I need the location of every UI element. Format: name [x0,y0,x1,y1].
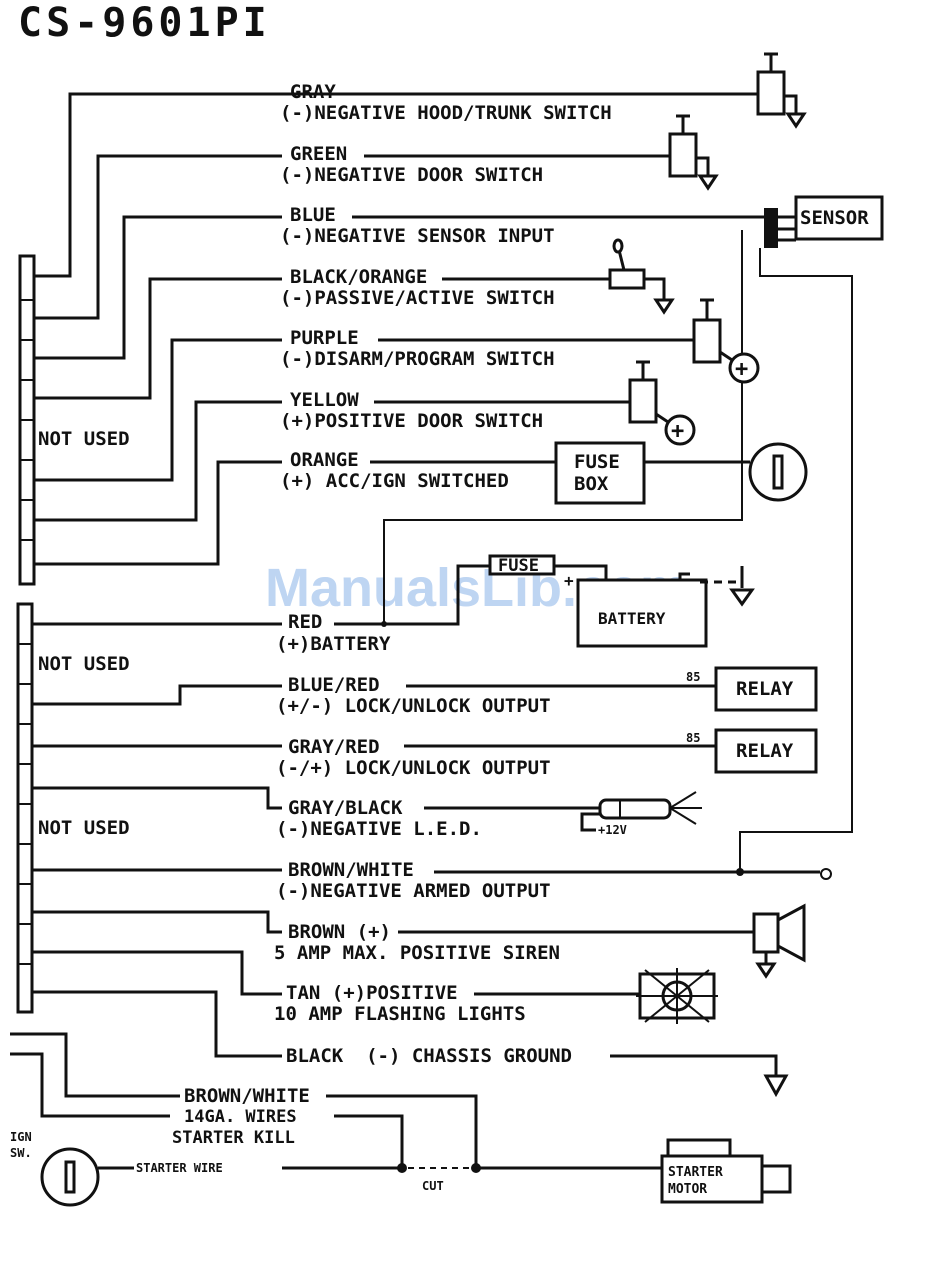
wire-color-label: GRAY/RED [288,736,380,758]
diagram-title: CS-9601PI [18,0,271,46]
wire-color-label: GREEN [290,143,347,165]
wire-labels: GRAY (-)NEGATIVE HOOD/TRUNK SWITCH GREEN… [274,81,612,1067]
cut-label: CUT [422,1179,444,1193]
ign-switch-label: SW. [10,1146,32,1160]
fuse-label: FUSE [498,556,539,576]
passive-active-toggle-switch [442,238,675,315]
starter-wire-label: STARTER WIRE [136,1161,223,1175]
wire-color-label: BLACK/ORANGE [290,266,427,288]
wire-color-label: ORANGE [290,449,359,471]
relay-unlock: 85 RELAY [404,728,818,774]
relay-label: RELAY [736,740,794,762]
wire-function-label: (-)NEGATIVE L.E.D. [276,818,482,840]
wire-color-label: RED [288,611,322,633]
wire-green: GREEN (-)NEGATIVE DOOR SWITCH [280,143,543,186]
wire-function-label: (-/+) LOCK/UNLOCK OUTPUT [276,757,551,779]
starter-kill-label: STARTER KILL [172,1128,295,1148]
wire-function-label: (+/-) LOCK/UNLOCK OUTPUT [276,695,551,717]
upper-connector [18,254,36,586]
relay-pin-label: 85 [686,731,700,745]
relay-pin-label: 85 [686,670,700,684]
door-switch-negative [364,114,719,191]
armed-output [434,868,832,880]
wire-color-label: GRAY [290,81,336,103]
lower-connector [16,602,34,1014]
sensor-label: SENSOR [800,207,869,229]
door-switch-positive: + [374,360,696,446]
svg-text:+: + [671,419,684,444]
relay-label: RELAY [736,678,794,700]
wire-orange: ORANGE (+) ACC/IGN SWITCHED [280,449,509,492]
wire-black: BLACK (-) CHASSIS GROUND [286,1045,572,1067]
hood-trunk-switch [356,52,807,129]
fuse-box: FUSE BOX [370,441,808,505]
flashing-lights [474,968,718,1024]
battery-plus-label: + [564,571,574,590]
battery-label: BATTERY [598,609,666,628]
led-voltage-label: +12V [598,823,627,837]
not-used-label: NOT USED [38,817,130,839]
wire-tan: TAN (+)POSITIVE 10 AMP FLASHING LIGHTS [274,982,526,1025]
wire-brown: BROWN (+) 5 AMP MAX. POSITIVE SIREN [274,921,560,964]
ign-switch-label: IGN [10,1130,32,1144]
wire-gray-red: GRAY/RED (-/+) LOCK/UNLOCK OUTPUT [276,736,551,779]
wire-function-label: (-)NEGATIVE ARMED OUTPUT [276,880,551,902]
svg-text:+: + [735,357,748,382]
starter-kill-circuit: BROWN/WHITE 14GA. WIRES STARTER KILL IGN… [10,1032,792,1207]
wire-gray-black: GRAY/BLACK (-)NEGATIVE L.E.D. [276,797,482,840]
wire-red: RED (+)BATTERY [276,611,391,655]
wire-function-label: 5 AMP MAX. POSITIVE SIREN [274,942,560,964]
wire-function-label: (+)POSITIVE DOOR SWITCH [280,410,543,432]
not-used-label: NOT USED [38,653,130,675]
wire-color-label: TAN (+)POSITIVE [286,982,458,1004]
starter-motor-label: MOTOR [668,1182,707,1197]
wire-blue: BLUE (-)NEGATIVE SENSOR INPUT [280,204,555,247]
wire-color-label: BLUE/RED [288,674,380,696]
wire-brown-white: BROWN/WHITE (-)NEGATIVE ARMED OUTPUT [276,859,551,902]
wire-function-label: (-)DISARM/PROGRAM SWITCH [280,348,555,370]
wire-gray: GRAY (-)NEGATIVE HOOD/TRUNK SWITCH [280,81,612,124]
wire-function-label: (-)NEGATIVE SENSOR INPUT [280,225,555,247]
wire-color-label: BLUE [290,204,336,226]
wire-function-label: (-)NEGATIVE DOOR SWITCH [280,164,543,186]
chassis-ground [610,1054,789,1098]
siren [398,903,806,979]
wire-color-label: PURPLE [290,327,359,349]
starter-kill-label: 14GA. WIRES [184,1107,297,1127]
wire-purple: PURPLE (-)DISARM/PROGRAM SWITCH [280,327,555,370]
upper-wiring [34,92,356,566]
wire-color-label: BROWN/WHITE [288,859,414,881]
wire-function-label: (-)NEGATIVE HOOD/TRUNK SWITCH [280,102,612,124]
relay-lock: 85 RELAY [406,666,818,712]
starter-kill-label: BROWN/WHITE [184,1085,310,1107]
wire-color-label: BROWN (+) [288,921,391,943]
wire-color-label: YELLOW [290,389,359,411]
wire-function-label: 10 AMP FLASHING LIGHTS [274,1003,526,1025]
wire-blue-red: BLUE/RED (+/-) LOCK/UNLOCK OUTPUT [276,674,551,717]
wire-function-label: (+)BATTERY [276,633,391,655]
fuse-box-label: BOX [574,473,609,495]
wire-color-label: BLACK (-) CHASSIS GROUND [286,1045,572,1067]
starter-motor-label: STARTER [668,1165,723,1180]
lower-wiring [32,622,282,1058]
wire-black-orange: BLACK/ORANGE (-)PASSIVE/ACTIVE SWITCH [280,266,555,309]
led-indicator: +12V [424,791,702,837]
wire-yellow: YELLOW (+)POSITIVE DOOR SWITCH [280,389,543,432]
wire-color-label: GRAY/BLACK [288,797,403,819]
battery-circuit: FUSE + BATTERY [334,554,755,648]
wire-function-label: (+) ACC/IGN SWITCHED [280,470,509,492]
disarm-program-switch: + [378,298,760,384]
wire-function-label: (-)PASSIVE/ACTIVE SWITCH [280,287,555,309]
not-used-label: NOT USED [38,428,130,450]
fuse-box-label: FUSE [574,451,620,473]
